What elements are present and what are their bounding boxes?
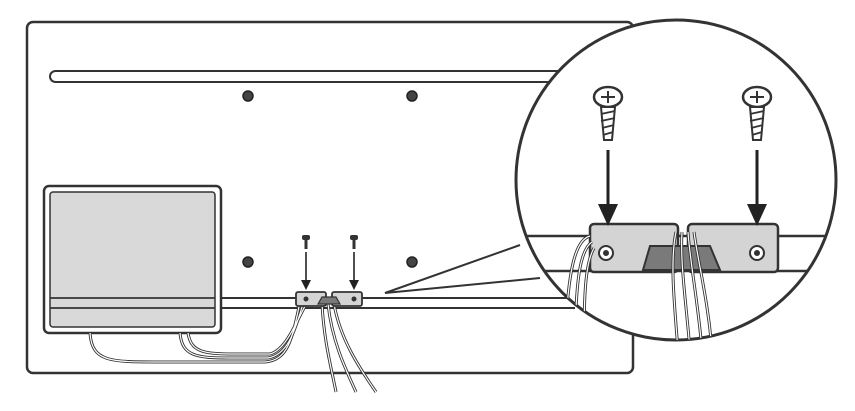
large-arrow-left bbox=[598, 150, 618, 226]
callout-pointer bbox=[384, 244, 541, 294]
cable-clip bbox=[316, 296, 342, 305]
mounting-holes bbox=[242, 90, 418, 268]
cables-left-inner bbox=[89, 299, 309, 363]
terminal-box bbox=[42, 184, 223, 335]
large-screw-right bbox=[741, 85, 773, 141]
large-screw-left bbox=[592, 85, 624, 141]
mounting-hole bbox=[406, 256, 418, 268]
magnifier-circle bbox=[514, 18, 838, 342]
top-rail bbox=[49, 70, 581, 83]
large-arrow-right bbox=[747, 150, 767, 226]
cables-down-inner bbox=[321, 303, 377, 393]
mounting-hole bbox=[242, 90, 254, 102]
magnified-detail bbox=[516, 222, 836, 340]
small-screw-left bbox=[301, 235, 311, 290]
mounting-hole bbox=[406, 90, 418, 102]
small-screw-right bbox=[349, 235, 359, 290]
mounting-hole bbox=[242, 256, 254, 268]
cable-holders bbox=[295, 291, 363, 307]
